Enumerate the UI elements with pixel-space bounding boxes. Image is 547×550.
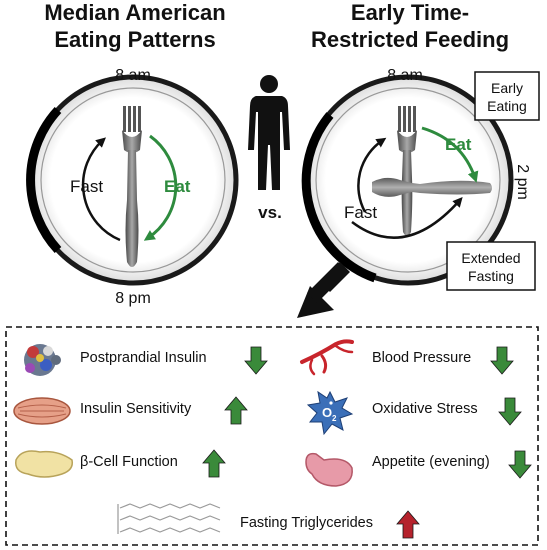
- right-title-line1: Early Time-: [351, 0, 469, 25]
- arrow-down-icon: [490, 346, 514, 375]
- left-title-line1: Median American: [44, 0, 225, 25]
- o2-label: O: [322, 405, 332, 420]
- vs-label: vs.: [258, 203, 282, 222]
- effect-label: β-Cell Function: [80, 454, 178, 470]
- effect-label: Postprandial Insulin: [80, 350, 207, 366]
- left-eat-label: Eat: [164, 177, 191, 196]
- arrow-up-icon: [396, 510, 420, 539]
- extended-fasting-line2: Fasting: [468, 268, 514, 284]
- early-eating-line1: Early: [491, 80, 523, 96]
- big-down-arrow-shaft: [307, 262, 348, 303]
- left-fast-label: Fast: [70, 177, 103, 196]
- arrow-down-icon: [498, 397, 522, 426]
- right-fast-label: Fast: [344, 203, 377, 222]
- right-title-line2: Restricted Feeding: [311, 27, 509, 52]
- human-silhouette-icon: [248, 75, 290, 190]
- right-plate-side-time: 2 pm: [514, 164, 531, 200]
- effect-label: Blood Pressure: [372, 350, 471, 366]
- left-fast-arrow: [81, 137, 121, 242]
- oxidative-star-icon: O 2: [306, 390, 354, 436]
- right-fast-arrow: [357, 137, 387, 213]
- arrow-up-icon: [202, 449, 226, 478]
- insulin-molecule-icon: [24, 344, 61, 376]
- effects-dashed-box: [5, 326, 539, 546]
- o2-subscript: 2: [332, 414, 337, 423]
- left-title-line2: Eating Patterns: [54, 27, 215, 52]
- arrow-down-icon: [508, 450, 532, 479]
- early-eating-line2: Eating: [487, 98, 527, 114]
- right-plate-top-time: 8 am: [387, 67, 423, 84]
- pancreas-icon: [15, 450, 74, 478]
- effect-label: Oxidative Stress: [372, 401, 478, 417]
- early-eating-box: Early Eating: [474, 71, 540, 121]
- fork-knife-icon: [122, 106, 142, 267]
- arrow-down-icon: [244, 346, 268, 375]
- left-plate-bottom-time: 8 pm: [115, 290, 151, 307]
- right-eat-label: Eat: [445, 135, 472, 154]
- left-eat-arrow: [143, 134, 178, 241]
- right-fasting-arc-arrow: [351, 197, 463, 239]
- stomach-icon: [305, 452, 353, 487]
- effect-label: Insulin Sensitivity: [80, 401, 192, 417]
- muscle-icon: [13, 397, 71, 425]
- left-plate-top-time: 8 am: [115, 67, 151, 84]
- extended-fasting-line1: Extended: [461, 250, 520, 266]
- effect-label: Appetite (evening): [372, 454, 490, 470]
- triglyceride-icon: [117, 503, 221, 534]
- arrow-up-icon: [224, 396, 248, 425]
- extended-fasting-box: Extended Fasting: [446, 241, 536, 291]
- knife-icon: [372, 177, 492, 197]
- right-eat-arrow: [421, 126, 479, 183]
- effect-label: Fasting Triglycerides: [240, 515, 373, 531]
- blood-vessel-icon: [300, 339, 354, 376]
